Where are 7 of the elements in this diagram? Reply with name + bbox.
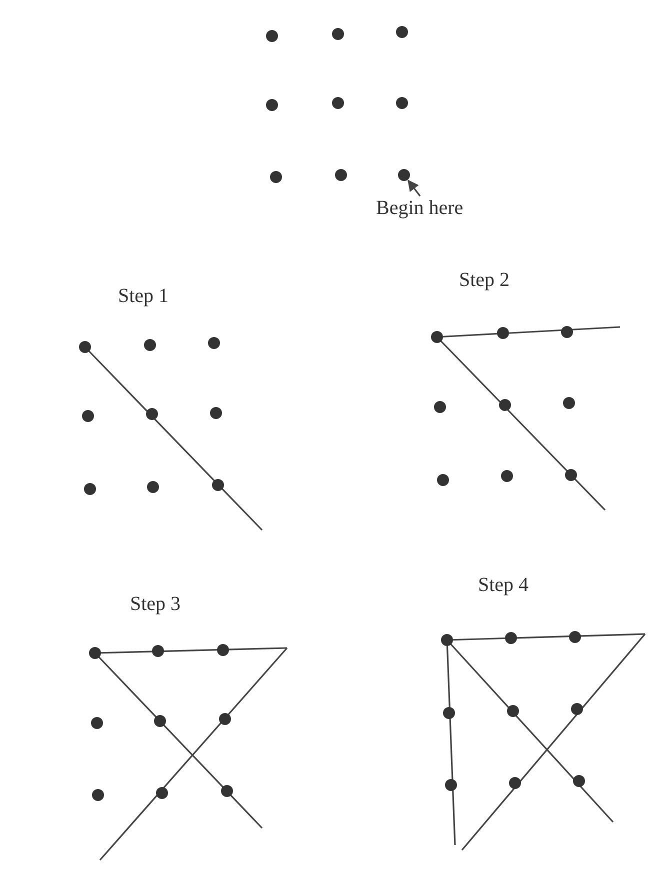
step-heading: Step 1 [118, 286, 169, 306]
step-heading: Step 3 [130, 594, 181, 614]
caption-text: Begin here [376, 198, 464, 218]
step-heading: Step 4 [478, 575, 529, 595]
arrow [408, 180, 421, 196]
step-heading: Step 2 [459, 270, 510, 290]
dot [398, 169, 410, 181]
